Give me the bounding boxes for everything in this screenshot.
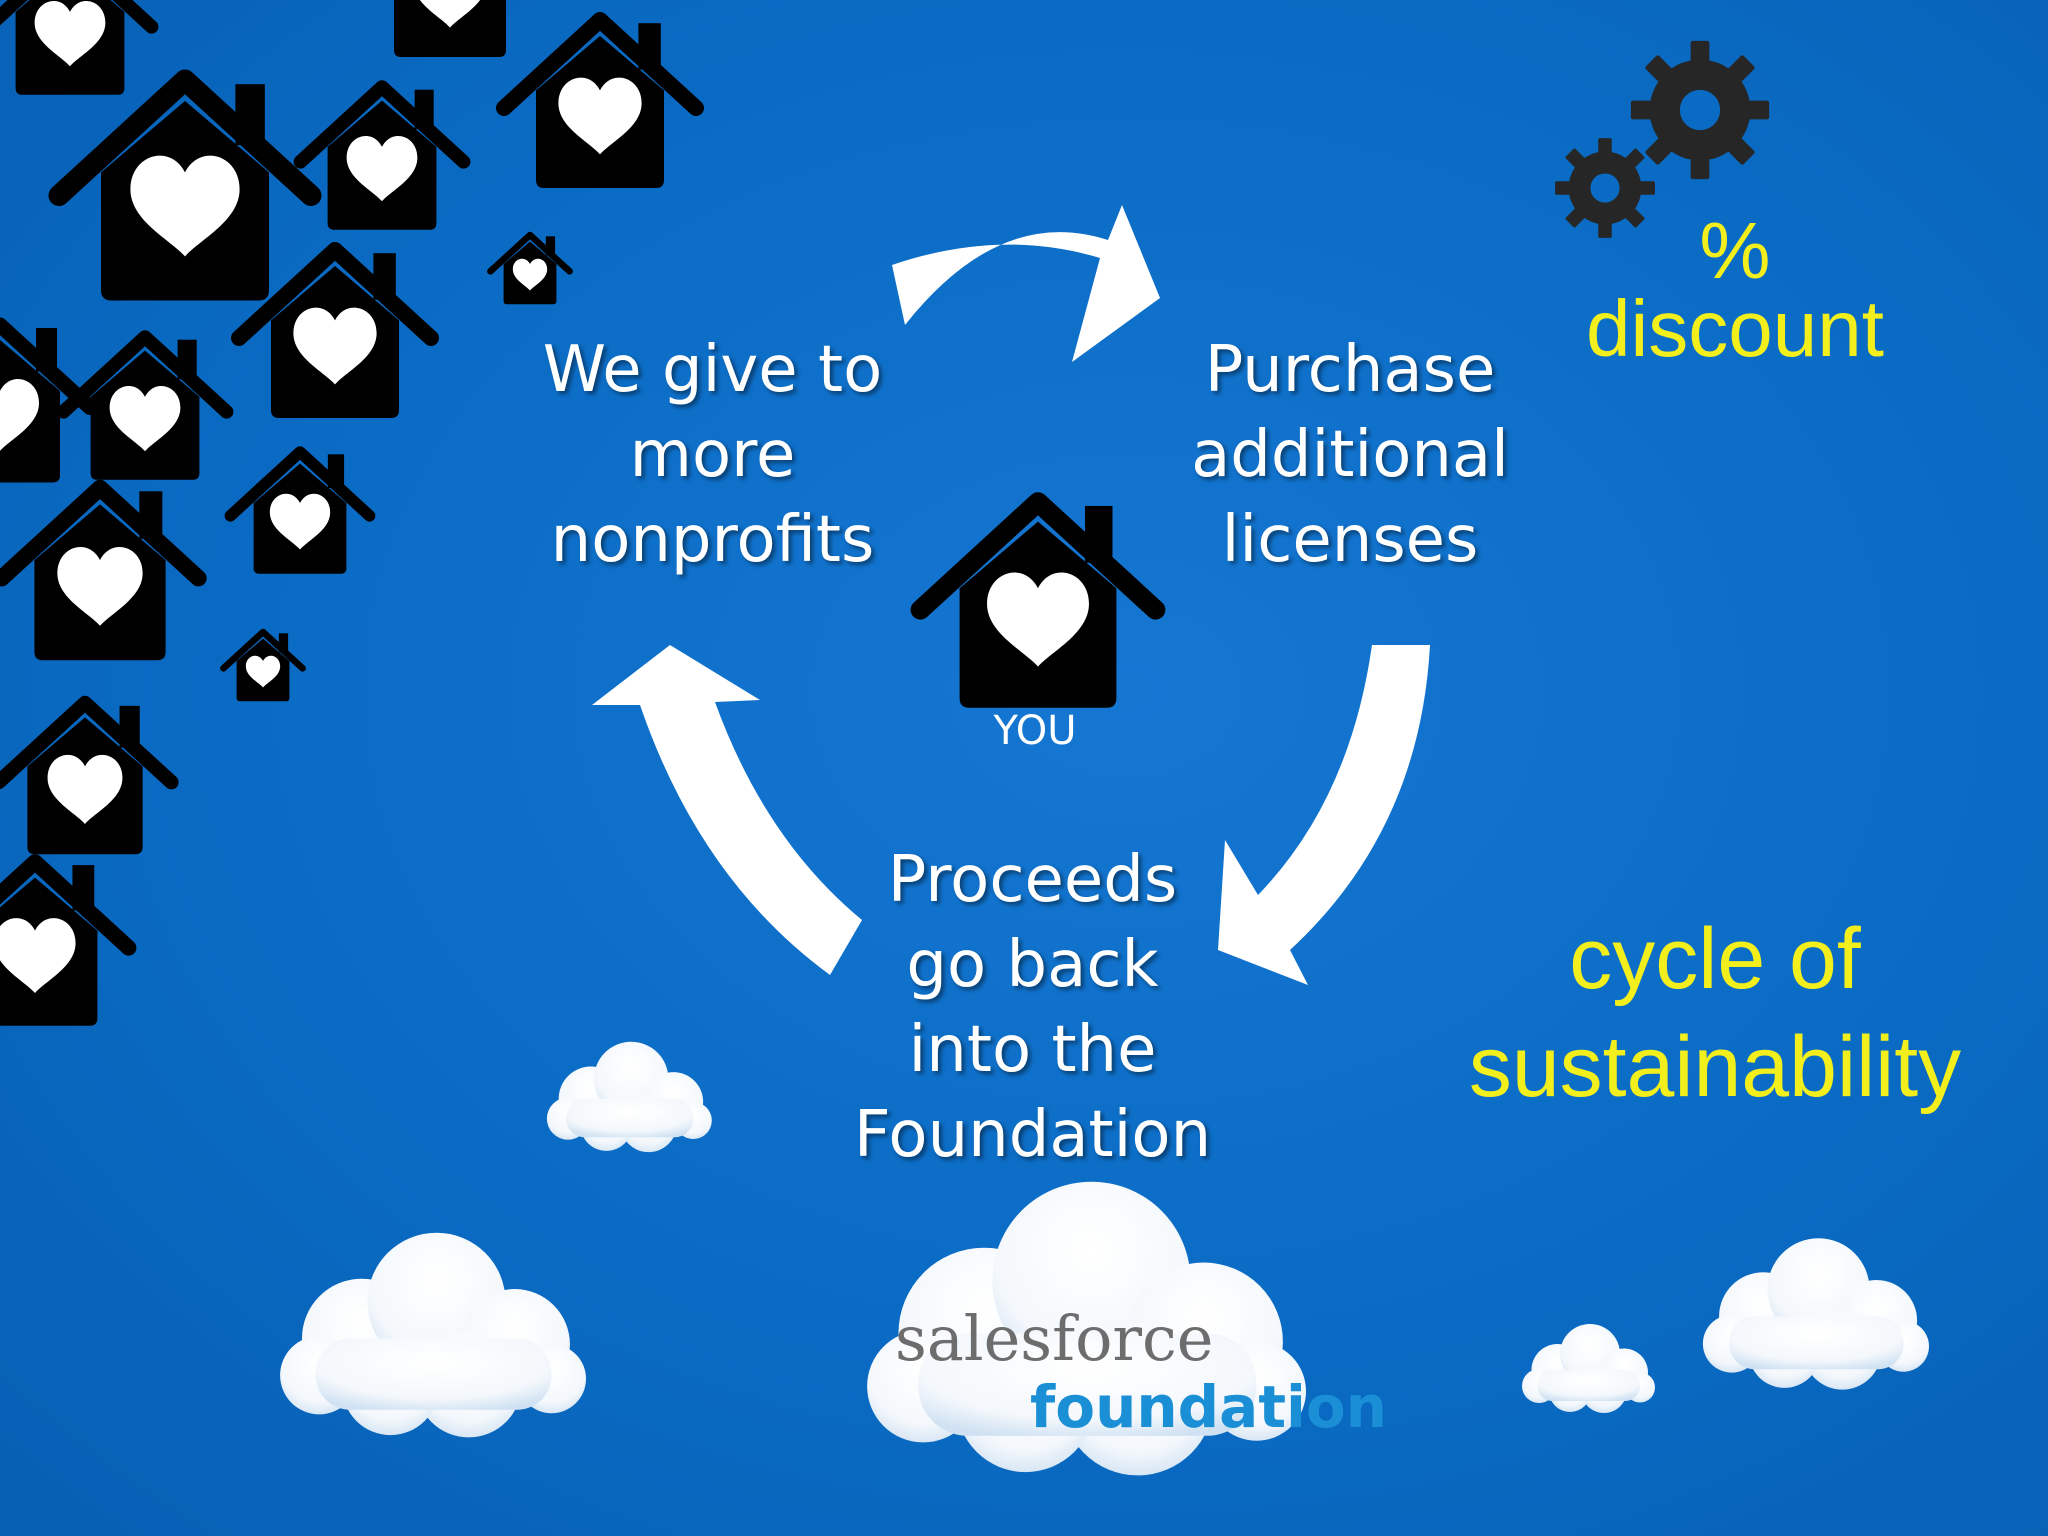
house-heart-icon (59, 80, 311, 301)
you-label: YOU (993, 708, 1077, 754)
gears-icon (1630, 40, 1770, 180)
house-heart-icon (2, 488, 199, 660)
cycle-arrows (592, 205, 1430, 985)
logo-foundation-text: foundation (1030, 1373, 1387, 1441)
cloud-icon (1702, 1238, 1929, 1390)
salesforce-foundation-logo: salesforce foundation (895, 1302, 1387, 1441)
cycle-step-proceeds: Proceeds go back into the Foundation (853, 843, 1212, 1172)
discount-note: % discount (1586, 206, 1884, 373)
cloud-icon (280, 1232, 586, 1438)
curved-arrow-icon (892, 205, 1160, 362)
house-heart-icon (0, 0, 152, 95)
cycle-step-give: We give to more nonprofits (542, 333, 883, 577)
house-heart-icon (230, 452, 369, 574)
house-heart-icon (504, 20, 696, 188)
cloud-icon (546, 1041, 712, 1153)
cycle-step-purchase: Purchase additional licenses (1191, 333, 1509, 577)
curved-arrow-icon (1218, 645, 1430, 985)
you-house-icon (920, 502, 1155, 708)
house-heart-icon (0, 862, 129, 1026)
curved-arrow-icon (592, 645, 862, 975)
logo-salesforce-text: salesforce (895, 1302, 1213, 1375)
cloud-icon (1522, 1324, 1655, 1413)
house-heart-icon (490, 235, 569, 304)
house-heart-icon (0, 703, 171, 854)
house-heart-icon (223, 632, 302, 701)
house-heart-icon (300, 87, 463, 230)
house-heart-icon (0, 325, 90, 483)
house-heart-icon (366, 0, 534, 57)
sustainability-note: cycle of sustainability (1468, 911, 1962, 1115)
